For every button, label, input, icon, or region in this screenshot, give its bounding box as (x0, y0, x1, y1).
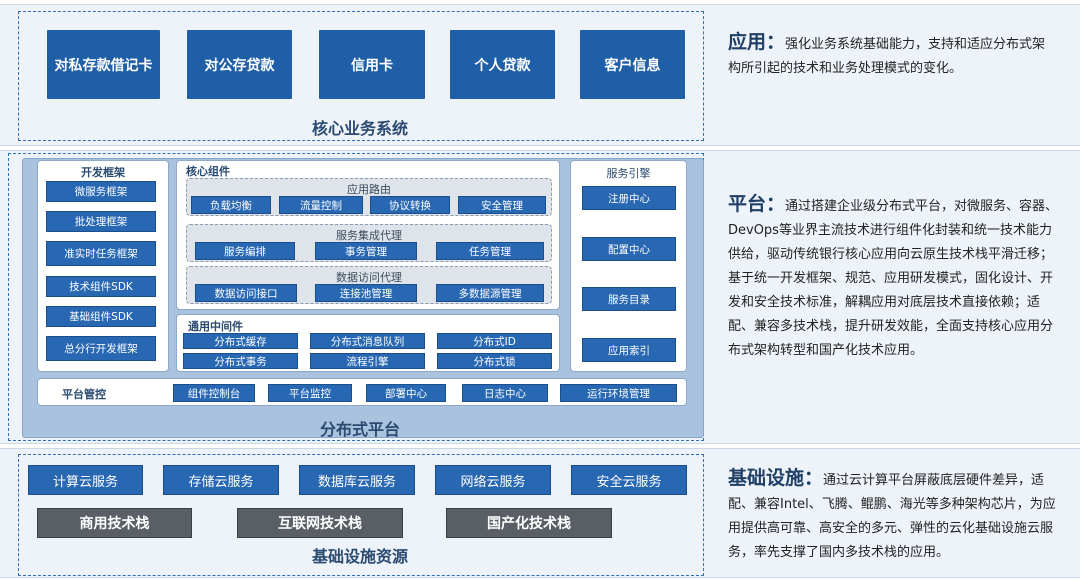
dev-framework-item-3[interactable]: 准实时任务框架 (46, 241, 156, 266)
service-engine-item-2[interactable]: 配置中心 (582, 237, 676, 261)
platform-control-title: 平台管控 (62, 388, 106, 401)
app-button-5[interactable]: 客户信息 (580, 30, 685, 99)
control-item-5[interactable]: 运行环境管理 (560, 384, 677, 402)
core-business-system-box (18, 11, 704, 141)
cloud-service-4[interactable]: 网络云服务 (435, 465, 551, 495)
infrastructure-box (18, 454, 704, 576)
platform-desc-heading: 平台： (728, 193, 786, 215)
middleware-item-6[interactable]: 分布式锁 (437, 353, 552, 369)
integration-item-2[interactable]: 事务管理 (315, 242, 417, 260)
routing-item-2[interactable]: 流量控制 (279, 196, 363, 214)
service-engine-item-4[interactable]: 应用索引 (582, 338, 676, 362)
application-desc-heading: 应用： (728, 31, 786, 53)
platform-description: 平台：通过搭建企业级分布式平台，对微服务、容器、DevOps等业界主流技术进行组… (728, 192, 1062, 363)
data-access-item-1[interactable]: 数据访问接口 (195, 284, 297, 302)
middleware-item-5[interactable]: 流程引擎 (310, 353, 425, 369)
cloud-service-5[interactable]: 安全云服务 (571, 465, 687, 495)
app-button-3[interactable]: 信用卡 (319, 30, 425, 99)
middleware-title: 通用中间件 (188, 320, 243, 333)
data-access-title: 数据访问代理 (336, 271, 402, 284)
dev-framework-title: 开发框架 (81, 166, 125, 179)
control-item-2[interactable]: 平台监控 (268, 384, 352, 402)
middleware-item-3[interactable]: 分布式ID (437, 333, 552, 349)
tech-stack-3[interactable]: 国产化技术栈 (446, 508, 612, 538)
cloud-service-1[interactable]: 计算云服务 (28, 465, 143, 495)
infrastructure-title: 基础设施资源 (311, 547, 408, 566)
data-access-item-3[interactable]: 多数据源管理 (436, 284, 544, 302)
infrastructure-desc-heading: 基础设施： (728, 467, 824, 489)
core-business-system-title: 核心业务系统 (311, 119, 408, 138)
platform-desc-body: 通过搭建企业级分布式平台，对微服务、容器、DevOps等业界主流技术进行组件化封… (728, 199, 1059, 358)
infrastructure-desc-body: 通过云计算平台屏蔽底层硬件差异，适配、兼容Intel、飞腾、鲲鹏、海光等多种架构… (728, 473, 1056, 560)
integration-item-3[interactable]: 任务管理 (436, 242, 544, 260)
service-engine-item-3[interactable]: 服务目录 (582, 287, 676, 311)
app-button-1[interactable]: 对私存款借记卡 (47, 30, 160, 99)
dev-framework-item-6[interactable]: 总分行开发框架 (46, 336, 156, 361)
routing-item-1[interactable]: 负载均衡 (191, 196, 271, 214)
control-item-4[interactable]: 日志中心 (462, 384, 548, 402)
middleware-item-1[interactable]: 分布式缓存 (183, 333, 298, 349)
dev-framework-item-2[interactable]: 批处理框架 (46, 211, 156, 232)
app-button-2[interactable]: 对公存贷款 (187, 30, 292, 99)
dev-framework-item-5[interactable]: 基础组件SDK (46, 306, 156, 327)
cloud-service-2[interactable]: 存储云服务 (163, 465, 279, 495)
application-desc-body: 强化业务系统基础能力，支持和适应分布式架构所引起的技术和业务处理模式的变化。 (728, 37, 1046, 76)
routing-item-4[interactable]: 安全管理 (458, 196, 546, 214)
cloud-service-3[interactable]: 数据库云服务 (299, 465, 415, 495)
dev-framework-item-4[interactable]: 技术组件SDK (46, 276, 156, 297)
application-description: 应用：强化业务系统基础能力，支持和适应分布式架构所引起的技术和业务处理模式的变化… (728, 30, 1058, 81)
middleware-item-4[interactable]: 分布式事务 (183, 353, 298, 369)
service-engine-item-1[interactable]: 注册中心 (582, 186, 676, 210)
infrastructure-description: 基础设施：通过云计算平台屏蔽底层硬件差异，适配、兼容Intel、飞腾、鲲鹏、海光… (728, 466, 1068, 565)
control-item-3[interactable]: 部署中心 (366, 384, 446, 402)
app-routing-title: 应用路由 (347, 183, 391, 196)
dev-framework-item-1[interactable]: 微服务框架 (46, 181, 156, 202)
app-button-4[interactable]: 个人贷款 (450, 30, 555, 99)
routing-item-3[interactable]: 协议转换 (370, 196, 450, 214)
tech-stack-2[interactable]: 互联网技术栈 (237, 508, 403, 538)
service-engine-title: 服务引擎 (606, 167, 651, 180)
data-access-item-2[interactable]: 连接池管理 (315, 284, 417, 302)
middleware-item-2[interactable]: 分布式消息队列 (310, 333, 425, 349)
tech-stack-1[interactable]: 商用技术栈 (37, 508, 192, 538)
integration-item-1[interactable]: 服务编排 (195, 242, 295, 260)
core-components-title: 核心组件 (186, 165, 230, 178)
control-item-1[interactable]: 组件控制台 (173, 384, 255, 402)
service-integration-title: 服务集成代理 (336, 229, 402, 242)
distributed-platform-title: 分布式平台 (319, 420, 400, 439)
